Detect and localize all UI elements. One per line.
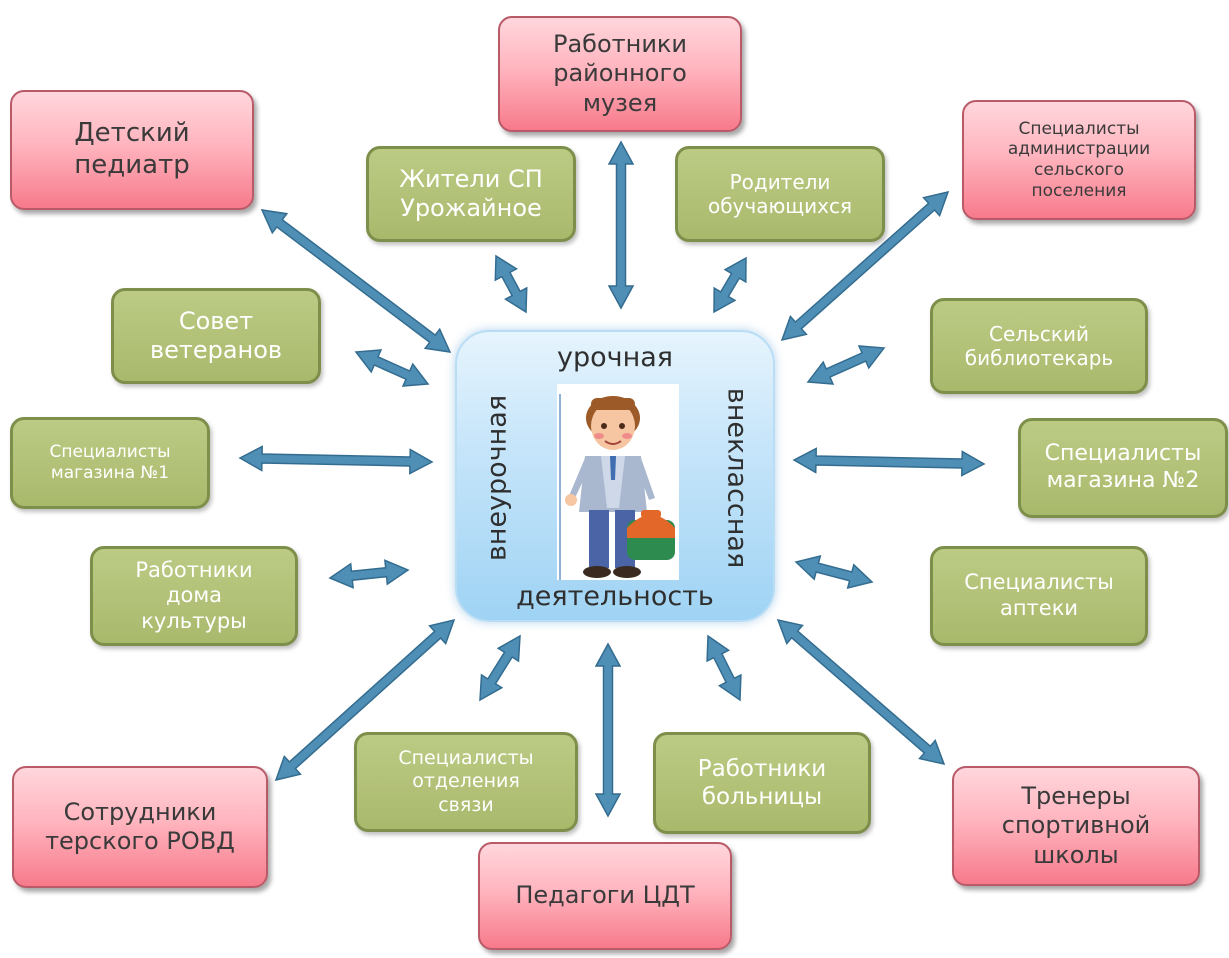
arrow-admin <box>780 190 950 342</box>
center-activity-box: урочная внеурочная внеклассная деятельно… <box>455 330 775 622</box>
arrow-hospital <box>706 634 742 702</box>
node-pharmacy-specialists: Специалисты аптеки <box>930 546 1148 646</box>
arrow-sport <box>776 618 946 766</box>
arrow-pediatrician <box>260 209 452 353</box>
arrow-cdt <box>594 642 622 818</box>
node-post-office-specialists: Специалисты отделения связи <box>354 732 578 832</box>
node-veterans-council: Совет ветеранов <box>111 288 321 384</box>
schoolboy-icon <box>557 384 679 580</box>
arrow-shop2 <box>792 447 986 477</box>
arrow-librarian <box>806 345 886 385</box>
node-culture-house: Работники дома культуры <box>90 546 298 646</box>
arrow-veterans <box>354 349 430 387</box>
center-label-activity: деятельность <box>516 581 714 612</box>
arrow-police <box>274 618 456 782</box>
arrow-residents <box>494 254 528 314</box>
node-shop2-specialists: Специалисты магазина №2 <box>1018 418 1228 518</box>
node-residents: Жители СП Урожайное <box>366 146 576 242</box>
arrow-parents <box>713 256 747 314</box>
arrow-culture <box>328 559 410 589</box>
arrow-shop1 <box>238 445 434 475</box>
center-label-out-of-class: внеклассная <box>721 387 753 569</box>
node-librarian: Сельский библиотекарь <box>930 298 1148 394</box>
node-shop1-specialists: Специалисты магазина №1 <box>10 417 210 509</box>
node-pediatrician: Детский педиатр <box>10 90 254 210</box>
node-hospital-workers: Работники больницы <box>653 732 871 834</box>
node-parents: Родители обучающихся <box>675 146 885 242</box>
center-label-lesson: урочная <box>556 342 674 373</box>
arrow-post <box>479 634 521 702</box>
node-admin-specialists: Специалисты администрации сельского посе… <box>962 100 1196 220</box>
arrow-museum <box>607 140 635 310</box>
node-museum-workers: Работники районного музея <box>498 16 742 132</box>
center-label-extracurricular: внеурочная <box>481 394 513 562</box>
node-police-staff: Сотрудники терского РОВД <box>12 766 268 888</box>
node-cdt-teachers: Педагоги ЦДТ <box>478 842 732 950</box>
node-sport-coaches: Тренеры спортивной школы <box>952 766 1200 886</box>
arrow-pharmacy <box>794 554 874 590</box>
